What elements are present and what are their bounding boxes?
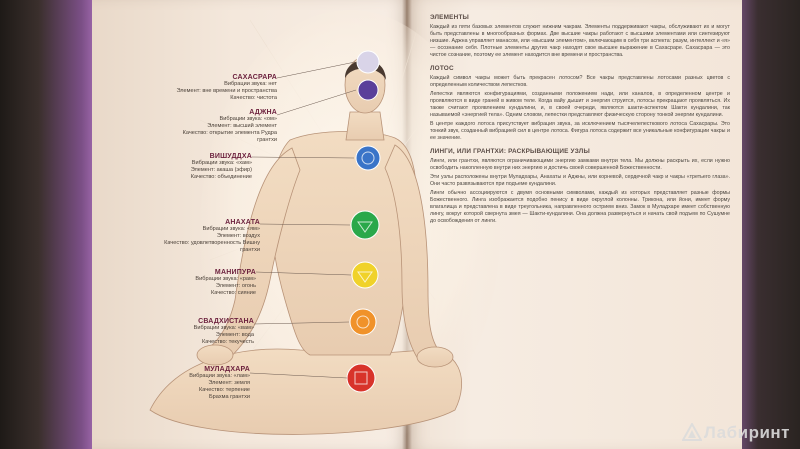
chakra-element: Элемент: огонь — [215, 283, 256, 289]
section-heading: ЛИНГИ, ИЛИ ГРАНТХИ: РАСКРЫВАЮЩИЕ УЗЛЫ — [430, 148, 590, 155]
paragraph: Каждый из пяти базовых элементов служит … — [430, 24, 730, 58]
chakra-name: АНАХАТА — [225, 219, 260, 226]
svadhisthana-lotus — [349, 308, 377, 336]
chakra-quality: Качество: терпение — [199, 387, 250, 393]
anahata-lotus — [350, 210, 380, 240]
chakra-name: МАНИПУРА — [214, 269, 256, 276]
chakra-sound: Вибрации звука: «ям» — [202, 226, 260, 232]
section-lingas: ЛИНГИ, ИЛИ ГРАНТХИ: РАСКРЫВАЮЩИЕ УЗЛЫ Ли… — [430, 148, 730, 225]
book-cover-left — [0, 0, 96, 449]
paragraph: В центре каждого лотоса присутствует виб… — [430, 121, 730, 141]
chakra-symbols — [346, 50, 381, 393]
chakra-quality-cont: грантхи — [257, 137, 277, 143]
chakra-quality: Качество: объединение — [190, 174, 252, 180]
chakra-label-ajna: АДЖНА Вибрации звука: «ом» Элемент: высш… — [167, 109, 277, 144]
chakra-sound: Вибрации звука: «лам» — [189, 373, 250, 379]
paragraph: Линги обычно ассоциируются с двумя основ… — [430, 190, 730, 224]
chakra-quality-cont: Брахма грантхи — [208, 394, 250, 400]
book-cover-right — [740, 0, 800, 449]
chakra-quality: Качество: сияние — [210, 290, 256, 296]
muladhara-lotus — [346, 363, 376, 393]
sahasrara-lotus — [356, 50, 380, 74]
paragraph: Каждый символ чакры может быть прекрасен… — [430, 75, 730, 88]
chakra-name: ВИШУДДХА — [209, 153, 252, 160]
chakra-name: АДЖНА — [249, 109, 277, 116]
chakra-label-muladhara: МУЛАДХАРА Вибрации звука: «лам» Элемент:… — [140, 366, 250, 401]
paragraph: Лепестки являются конфигурациями, создан… — [430, 91, 730, 118]
labirint-watermark: Лабиринт — [681, 423, 790, 443]
paragraph: Эти узлы расположены внутри Муладхары, А… — [430, 174, 730, 187]
right-page-text: ЭЛЕМЕНТЫ Каждый из пяти базовых элементо… — [430, 8, 730, 227]
figure-body — [149, 56, 462, 435]
chakra-sound: Вибрации звука: «вам» — [193, 325, 254, 331]
labirint-logo-icon — [681, 423, 702, 441]
chakra-quality-cont: грантхи — [240, 247, 260, 253]
section-heading: ЛОТОС — [430, 65, 454, 72]
chakra-sound: Вибрации звука: «ом» — [219, 116, 277, 122]
chakra-label-sahasrara: САХАСРАРА Вибрации звука: нет Элемент: в… — [167, 74, 277, 102]
chakra-element: Элемент: воздух — [216, 233, 260, 239]
chakra-element: Элемент: акаша (эфир) — [190, 167, 252, 173]
chakra-quality: Качество: текучесть — [202, 339, 254, 345]
chakra-element: Элемент: вне времени и пространства — [176, 88, 277, 94]
chakra-name: СВАДХИСТАНА — [198, 318, 254, 325]
section-lotus: ЛОТОС Каждый символ чакры может быть пре… — [430, 65, 730, 142]
chakra-sound: Вибрации звука: нет — [224, 81, 277, 87]
chakra-label-anahata: АНАХАТА Вибрации звука: «ям» Элемент: во… — [150, 219, 260, 254]
paragraph: Линги, или грантхи, являются ограничиваю… — [430, 158, 730, 171]
chakra-quality: Качество: удовлетворенность Вишну — [164, 240, 260, 246]
chakra-name: САХАСРАРА — [232, 74, 277, 81]
chakra-quality: Качество: чистота — [230, 95, 277, 101]
chakra-label-svadhisthana: СВАДХИСТАНА Вибрации звука: «вам» Элемен… — [144, 318, 254, 346]
manipura-lotus — [351, 261, 379, 289]
chakra-inner-marks — [354, 151, 375, 385]
watermark-text: Лабиринт — [703, 423, 790, 442]
chakra-element: Элемент: вода — [215, 332, 254, 338]
ajna-lotus — [357, 79, 379, 101]
chakra-sound: Вибрации звука: «рам» — [195, 276, 256, 282]
chakra-quality: Качество: открытие элемента Рудра — [182, 130, 277, 136]
chakra-leader-lines — [249, 61, 357, 379]
section-heading: ЭЛЕМЕНТЫ — [430, 14, 470, 21]
chakra-element: Элемент: земля — [208, 380, 250, 386]
vishuddha-lotus — [355, 145, 381, 171]
chakra-name: МУЛАДХАРА — [204, 366, 250, 373]
chakra-label-manipura: МАНИПУРА Вибрации звука: «рам» Элемент: … — [146, 269, 256, 297]
section-elements: ЭЛЕМЕНТЫ Каждый из пяти базовых элементо… — [430, 14, 730, 59]
chakra-element: Элемент: высший элемент — [207, 123, 277, 129]
chakra-label-vishuddha: ВИШУДДХА Вибрации звука: «хам» Элемент: … — [142, 153, 252, 181]
chakra-sound: Вибрации звука: «хам» — [191, 160, 252, 166]
